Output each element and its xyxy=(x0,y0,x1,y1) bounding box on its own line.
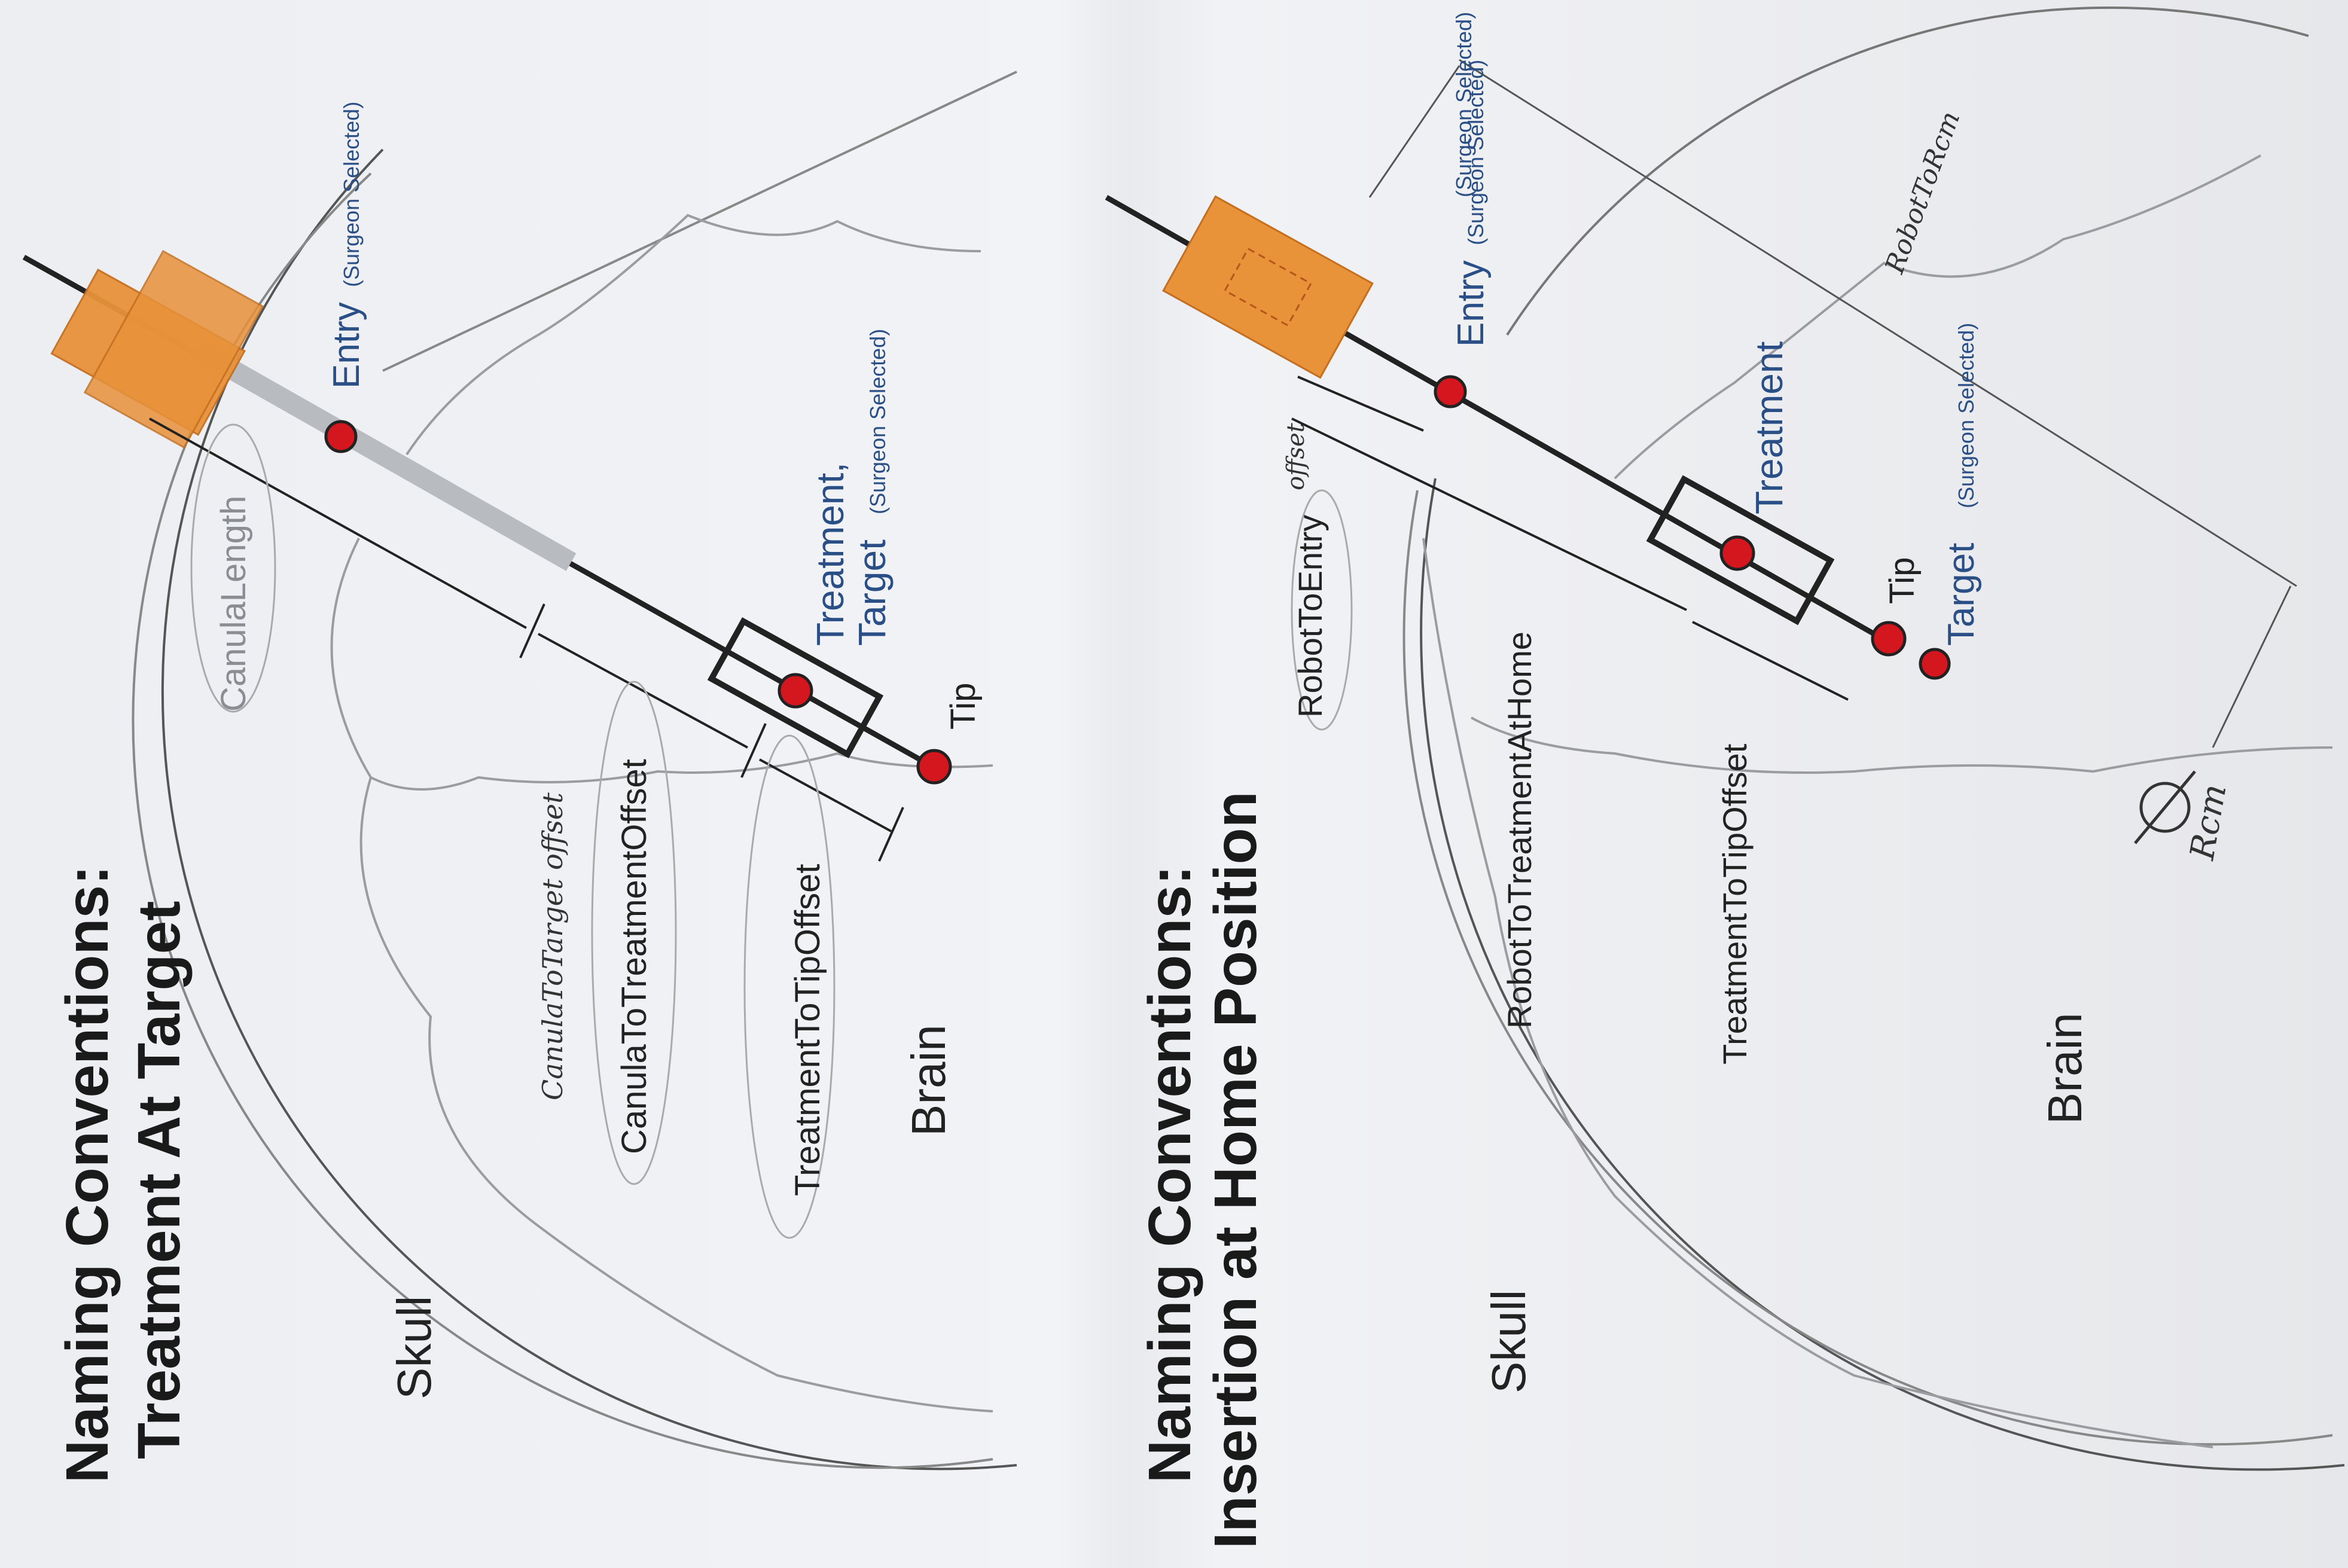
panel2-tip-label: Tip xyxy=(1883,557,1922,604)
skull2-outline-outer xyxy=(1420,478,2345,1471)
canula-sleeve xyxy=(192,341,577,571)
robot-block xyxy=(50,249,264,449)
robot-to-treatment-label: RobotToTreatmentAtHome xyxy=(1501,632,1538,1029)
panel1-title-line2: Treatment At Target xyxy=(126,901,193,1460)
treatment-marker xyxy=(777,673,813,709)
panel2-entry-note: (Surgeon Selected) xyxy=(1463,60,1488,245)
treatment-to-tip2-dim xyxy=(1692,621,1849,701)
tip-marker xyxy=(916,749,952,785)
target2-marker xyxy=(1919,648,1951,680)
robot-to-entry-dim xyxy=(1297,376,1424,432)
panel1-entry-label: Entry xyxy=(326,302,367,389)
panel2-brain-label: Brain xyxy=(2038,1012,2091,1124)
canula-to-treatment-label: CanulaToTreatmentOffset xyxy=(615,759,654,1154)
panel2-entry-label: Entry xyxy=(1450,260,1492,347)
robot-to-entry-handwritten: offset xyxy=(1282,422,1310,490)
canula-length-label: CanulaLength xyxy=(214,496,253,712)
dim-tick-2 xyxy=(740,723,767,778)
robot-to-entry-label: RobotToEntry xyxy=(1291,515,1329,718)
canula-to-treatment-ellipse xyxy=(591,681,677,1185)
robot-to-entry-ellipse xyxy=(1291,489,1353,731)
treatment-to-tip-dim xyxy=(759,758,892,832)
panel2-target-label: Target xyxy=(1941,543,1982,646)
skull2-outline-inner xyxy=(1402,490,2333,1446)
canula-length-ellipse xyxy=(190,423,276,713)
panel1-title-line1: Naming Conventions: xyxy=(54,865,121,1483)
treatment-to-tip-label: TreatmentToTipOffset xyxy=(788,864,827,1196)
panel2-title-line1: Naming Conventions: xyxy=(1136,865,1203,1483)
treatment-to-tip-ellipse xyxy=(743,734,835,1239)
robot-to-treatment-dim xyxy=(1291,417,1687,611)
panel1-entry-note: (Surgeon Selected) xyxy=(339,102,364,287)
canula-length-dim xyxy=(149,417,527,629)
canula-to-treatment-dim xyxy=(538,633,748,749)
skull2-wall-top xyxy=(1506,6,2309,336)
treatment-to-tip2-label: TreatmentToTipOffset xyxy=(1716,743,1754,1064)
panel2-title-line2: Insertion at Home Position xyxy=(1202,791,1269,1549)
treatment-box xyxy=(707,617,884,758)
panel1-treatment-label: Treatment, xyxy=(809,462,852,646)
robot-to-rcm-line xyxy=(1459,59,2297,587)
skull-wall-right xyxy=(382,71,1017,372)
robot-to-rcm-line-2 xyxy=(1368,65,1460,198)
panel2-target-note: (Surgeon Selected) xyxy=(1954,323,1978,508)
dim-tick-3 xyxy=(878,807,904,862)
rcm-symbol-slash xyxy=(2134,770,2196,844)
rcm-symbol xyxy=(2139,782,2191,833)
panel2-treatment-label: Treatment xyxy=(1748,341,1791,515)
panel2-skull-label: Skull xyxy=(1482,1290,1535,1393)
brain-outline xyxy=(330,213,993,1413)
rcm-arc-line xyxy=(2212,585,2292,748)
treatment2-box xyxy=(1646,475,1835,626)
treatment2-marker xyxy=(1719,535,1755,571)
tip2-marker xyxy=(1871,621,1907,657)
brain2-outline xyxy=(1422,154,2333,1448)
robot2-block xyxy=(1162,195,1374,379)
skull-outline-outer xyxy=(161,148,1017,1471)
panel1-target-note: (Surgeon Selected) xyxy=(865,329,890,514)
panel1-target-label: Target xyxy=(850,539,894,646)
panel-1: Naming Conventions: Treatment At Target … xyxy=(22,71,1017,1483)
panel1-tip-label: Tip xyxy=(944,683,983,730)
dim-tick-1 xyxy=(519,603,545,658)
top-surgeon-selected-note: (Surgeon Selected) xyxy=(1452,12,1476,197)
rcm-handwritten: Rcm xyxy=(2183,781,2234,863)
entry-marker xyxy=(324,420,358,453)
panel1-brain-label: Brain xyxy=(902,1024,955,1136)
panel-2: Naming Conventions: Insertion at Home Po… xyxy=(1105,6,2345,1549)
panel1-skull-label: Skull xyxy=(388,1296,441,1399)
robot-to-rcm-handwritten: RobotToRcm xyxy=(1879,108,1966,278)
entry2-marker xyxy=(1434,375,1467,408)
canula-to-target-handwritten: CanulaToTarget offset xyxy=(536,792,569,1100)
